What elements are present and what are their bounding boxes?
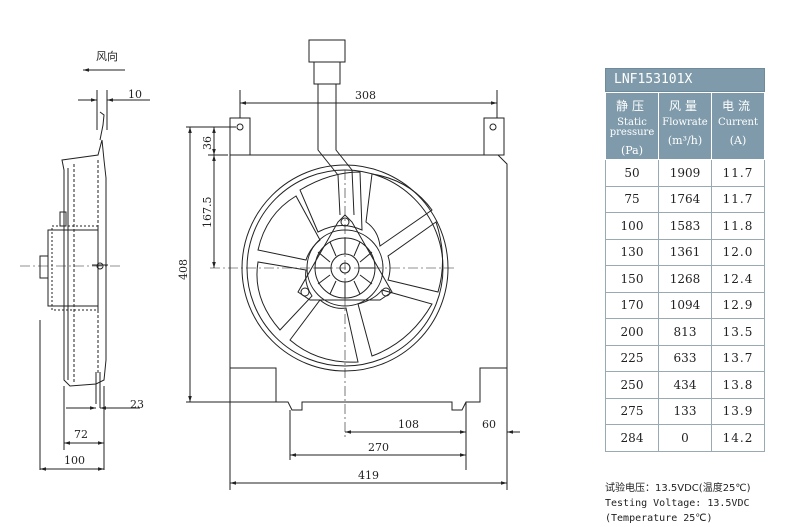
header-static-pressure: 静压 Static pressure (Pa) [605,92,659,160]
dim-419: 419 [358,469,379,482]
side-view: 风向 10 23 72 100 [20,49,150,471]
header-zh: 电流 [721,99,754,113]
header-en: Current [717,117,759,128]
model-number: LNF153101X [605,68,765,92]
cell-pressure: 100 [605,212,659,240]
cell-pressure: 250 [605,371,659,399]
dim-270: 270 [368,441,389,454]
test-notes: 试验电压：13.5VDC(温度25℃) Testing Voltage: 13.… [605,481,795,526]
dim-23: 23 [130,398,144,411]
header-en: Static pressure [609,117,655,138]
dim-60: 60 [482,418,496,431]
dim-72: 72 [74,428,88,441]
cell-pressure: 50 [605,159,659,187]
cell-current: 11.7 [711,185,765,213]
front-view: 308 36 167.5 408 108 60 270 419 [177,39,520,490]
cell-current: 11.7 [711,159,765,187]
cell-current: 13.9 [711,397,765,425]
performance-table: 静压 Static pressure (Pa) 风量 Flowrate (m³/… [605,92,765,452]
cell-pressure: 284 [605,424,659,452]
fan-blades [256,171,444,363]
cell-pressure: 225 [605,344,659,372]
header-current: 电流 Current (A) [711,92,765,160]
cell-flowrate: 1764 [658,185,712,213]
header-unit: (A) [729,134,747,147]
header-flowrate: 风量 Flowrate (m³/h) [658,92,712,160]
cell-pressure: 275 [605,397,659,425]
cell-flowrate: 1583 [658,212,712,240]
cell-current: 13.7 [711,344,765,372]
dim-10: 10 [128,88,142,101]
cell-flowrate: 813 [658,318,712,346]
cell-current: 12.0 [711,238,765,266]
dim-308: 308 [355,89,376,102]
header-unit: (Pa) [620,144,644,157]
cell-current: 14.2 [711,424,765,452]
cell-flowrate: 434 [658,371,712,399]
cell-pressure: 170 [605,291,659,319]
header-en: Flowrate [662,117,708,128]
cell-pressure: 130 [605,238,659,266]
note-line-2: Testing Voltage: 13.5VDC [605,498,750,509]
cell-flowrate: 1268 [658,265,712,293]
cell-flowrate: 633 [658,344,712,372]
cell-pressure: 200 [605,318,659,346]
cell-pressure: 75 [605,185,659,213]
airflow-label: 风向 [96,49,118,63]
cell-flowrate: 1909 [658,159,712,187]
dim-36: 36 [201,136,214,150]
connector [308,39,346,63]
cell-current: 13.8 [711,371,765,399]
cell-flowrate: 133 [658,397,712,425]
header-zh: 风量 [668,99,701,113]
dim-100: 100 [64,454,85,467]
cell-flowrate: 1094 [658,291,712,319]
cell-flowrate: 0 [658,424,712,452]
cell-current: 12.9 [711,291,765,319]
spec-table: LNF153101X 静压 Static pressure (Pa) 风量 Fl… [605,68,765,452]
cell-current: 13.5 [711,318,765,346]
header-unit: (m³/h) [667,134,703,147]
cell-current: 12.4 [711,265,765,293]
cell-pressure: 150 [605,265,659,293]
cell-current: 11.8 [711,212,765,240]
dim-167-5: 167.5 [201,197,214,229]
note-line-3: (Temperature 25℃) [605,513,713,524]
header-zh: 静压 [615,99,648,113]
dim-108: 108 [398,418,419,431]
cell-flowrate: 1361 [658,238,712,266]
shroud [229,154,508,411]
table-header-row: 静压 Static pressure (Pa) 风量 Flowrate (m³/… [605,92,765,160]
note-line-1: 试验电压：13.5VDC(温度25℃) [605,483,751,494]
dim-408: 408 [177,259,190,280]
